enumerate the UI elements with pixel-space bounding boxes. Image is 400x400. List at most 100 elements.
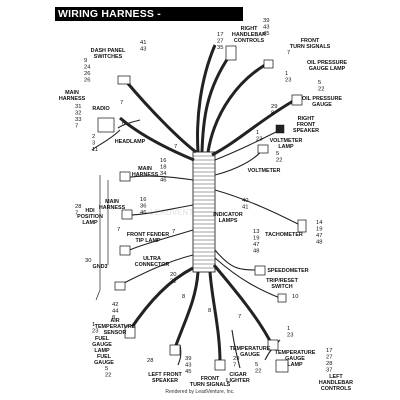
trip-reset-switch-label: TRIP/RESET — [266, 278, 298, 284]
temp-gauge-connector — [267, 339, 279, 351]
ultra-connector-label: ULTRA — [143, 256, 161, 262]
main-harness-mid2-label: MAIN — [105, 199, 119, 205]
radio-ref-number: 32 — [75, 111, 81, 117]
dash-panel-switches-label: DASH PANEL — [91, 48, 126, 54]
right-handlebar-controls-label: RIGHT — [241, 26, 258, 32]
main-harness-mid2-ref-number: 36 — [140, 204, 146, 210]
fuel-gauge-lamp-label: GAUGE — [92, 342, 112, 348]
left-handlebar-controls-ref-number: 28 — [326, 361, 332, 367]
voltmeter-lamp-connector — [257, 144, 269, 154]
trip-reset-switch-ref-number: 10 — [292, 294, 298, 300]
fuel-gauge-lamp-ref-number: 23 — [92, 329, 98, 335]
main-harness-mid1-ref-number: 46 — [160, 178, 166, 184]
air-temp-connector — [124, 325, 136, 339]
oil-gauge-lamp-connector — [291, 94, 303, 106]
voltmeter-lamp-label: LAMP — [278, 144, 294, 150]
tachometer-ref-number: 14 — [316, 220, 323, 226]
left-front-speaker-label: SPEAKER — [152, 378, 178, 384]
indicator-lamps-ref-number: 41 — [242, 205, 248, 211]
voltmeter-lamp-ref-number: 1 — [256, 130, 259, 136]
tachometer-ref-number: 19 — [316, 227, 322, 233]
speedometer-left-ref-number: 13 — [253, 229, 259, 235]
air-temperature-sensor-ref-number: 44 — [112, 309, 119, 315]
left-handlebar-controls-label: LEFT — [329, 374, 343, 380]
front-fender-tip-lamp-label: TIP LAMP — [135, 238, 160, 244]
right-front-speaker-ref-number: 8 — [271, 111, 274, 117]
hdi-position-lamp-ref-number: 7 — [75, 211, 78, 217]
main-harness-mid1-ref-number: 34 — [160, 171, 167, 177]
cigar-connector — [214, 359, 226, 371]
right-front-speaker-label: SPEAKER — [293, 128, 319, 134]
watermark: LEADVENTURE — [150, 208, 211, 217]
main-harness-top-label: HARNESS — [59, 96, 86, 102]
tachometer-ref-number: 47 — [316, 233, 322, 239]
center-misc-ref-number: 7 — [238, 314, 241, 320]
speedometer-connector — [254, 265, 266, 276]
right-handlebar-controls-label: HANDLEBAR — [232, 32, 266, 38]
dash-panel-switches-ref-number: 43 — [140, 47, 146, 53]
right-handlebar-controls-ref-number: 45 — [263, 31, 269, 37]
headlamp-connector — [119, 171, 131, 182]
tachometer-connector — [297, 219, 307, 233]
front-turn-signals-bottom-ref-number: 43 — [185, 363, 191, 369]
headlamp-ref-number: 3 — [92, 141, 95, 147]
left-handlebar-controls-ref-number: 27 — [326, 355, 332, 361]
right-front-speaker-label: RIGHT — [298, 116, 315, 122]
left-handlebar-controls-label: HANDLEBAR — [319, 380, 353, 386]
main-harness-mid2-ref-number: 46 — [140, 210, 146, 216]
main-harness-mid1-ref-number: 16 — [160, 158, 166, 164]
front-turn-signals-bottom-ref-number: 39 — [185, 356, 191, 362]
oil-pressure-gauge-lamp-label: GAUGE LAMP — [309, 66, 346, 72]
trip-reset-connector — [277, 293, 287, 303]
right-front-speaker-ref-number: 29 — [271, 104, 277, 110]
gnd3-label: GND3 — [93, 264, 108, 270]
main-harness-connector-2 — [121, 209, 133, 220]
cigar-lighter-label: CIGAR — [229, 372, 246, 378]
main-harness-top-ref-number: 24 — [84, 65, 91, 71]
hdi-position-lamp-label: POSITION — [77, 214, 103, 220]
temperature-gauge-label: TEMPERATURE — [230, 346, 271, 352]
tachometer-ref-number: 48 — [316, 240, 322, 246]
temperature-gauge-lamp-label: TEMPERATURE — [275, 350, 316, 356]
radio-ref-number: 33 — [75, 117, 81, 123]
oil-pressure-gauge-label: GAUGE — [312, 102, 332, 108]
main-harness-top-ref-number: 26 — [84, 71, 90, 77]
six-left-ref-number: 6 — [122, 121, 125, 127]
right-handlebar-controls-ref-number: 35 — [217, 45, 223, 51]
oil-pressure-gauge-lamp-label: OIL PRESSURE — [307, 60, 347, 66]
speedometer-left-ref-number: 19 — [253, 236, 259, 242]
credit-line: Rendered by LeadVenture, Inc. — [165, 389, 235, 395]
radio-ref-number: 7 — [75, 124, 78, 130]
branch-wires — [91, 119, 301, 369]
dash-switch-connector — [117, 75, 131, 85]
radio-connector — [97, 117, 115, 133]
front-turn-signals-bottom-label: TURN SIGNALS — [190, 382, 231, 388]
ultra-connector-ref-number: 21 — [170, 279, 176, 285]
cigar-lighter-ref-number: 7 — [233, 363, 236, 369]
voltmeter-label: VOLTMETER — [248, 168, 281, 174]
left-handlebar-controls-ref-number: 17 — [326, 348, 332, 354]
ultra-connector-shape — [114, 281, 126, 291]
dash-panel-switches-label: SWITCHES — [94, 54, 123, 60]
right-handlebar-connector — [225, 45, 237, 61]
temperature-gauge-lamp-label: LAMP — [287, 362, 303, 368]
left-speaker-connector — [169, 344, 181, 356]
main-harness-top-ref-number: 26 — [84, 78, 90, 84]
speaker-right-connector — [275, 124, 285, 134]
fuel-gauge-ref-number: 22 — [105, 373, 111, 379]
left-handlebar-controls-label: CONTROLS — [321, 386, 352, 392]
indicator-lamps-label: INDICATOR — [213, 212, 243, 218]
hdi-position-lamp-label: LAMP — [82, 220, 98, 226]
center-misc-ref-number: 7 — [174, 144, 177, 150]
voltmeter-lamp-label: VOLTMETER — [270, 138, 303, 144]
main-harness-mid1-ref-number: 18 — [160, 165, 166, 171]
center-misc-ref-number: 8 — [208, 308, 211, 314]
voltmeter-ref-number: 22 — [276, 158, 282, 164]
air-temperature-sensor-ref-number: 8 — [112, 315, 115, 321]
oil-pressure-gauge-lamp-ref-number: 1 — [285, 71, 288, 77]
cigar-lighter-ref-number: 29 — [233, 356, 239, 362]
trip-reset-switch-label: SWITCH — [271, 284, 292, 290]
front-fender-tip-lamp-ref-number: 7 — [117, 227, 120, 233]
fuel-gauge-lamp-label: FUEL — [95, 336, 110, 342]
